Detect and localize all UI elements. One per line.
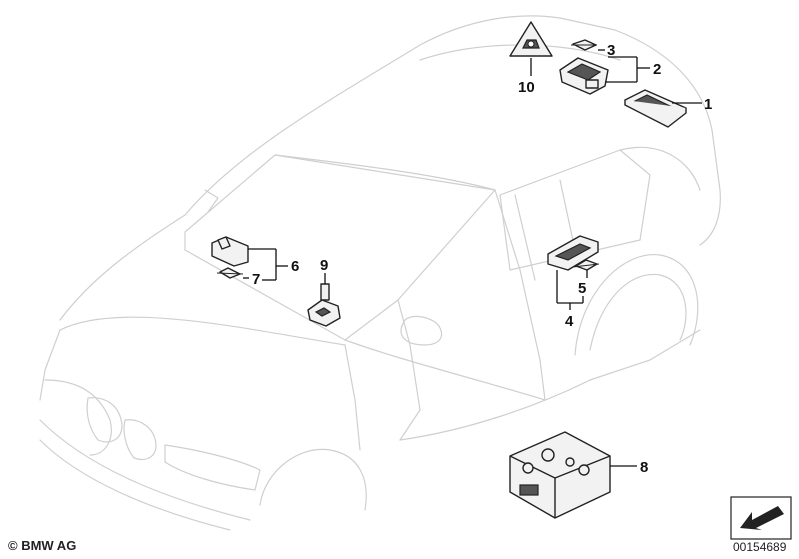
copyright-text: © BMW AG: [8, 538, 77, 553]
leader-lines: [243, 49, 702, 467]
callout-9: 9: [320, 257, 328, 274]
callout-8: 8: [640, 459, 648, 476]
diagram-id: 00154689: [733, 540, 787, 554]
callout-5: 5: [578, 280, 586, 297]
part-1-rear-lamp: [624, 89, 687, 128]
part-10-warning-triangle: [509, 21, 553, 57]
part-2-lamp-housing: [559, 57, 609, 95]
vehicle-outline: [39, 15, 721, 531]
callout-6: 6: [291, 258, 299, 275]
part-4-door-lamp: [547, 235, 599, 271]
part-8-bulb-box: [509, 431, 611, 519]
callout-3: 3: [607, 42, 615, 59]
part-7-bulb: [216, 267, 244, 279]
callout-1: 1: [704, 96, 712, 113]
callout-4: 4: [565, 313, 574, 330]
part-5-bulb: [572, 259, 600, 271]
part-9-socket: [307, 283, 341, 327]
part-6-footwell-lamp: [211, 236, 249, 267]
callout-10: 10: [518, 79, 535, 96]
direction-arrow-icon: [730, 496, 792, 540]
callout-2: 2: [653, 61, 661, 78]
callout-labels: 1 2 3 4 5 6 7 8 9 10: [252, 42, 712, 476]
callout-7: 7: [252, 271, 260, 288]
part-3-bulb-top: [571, 39, 597, 51]
